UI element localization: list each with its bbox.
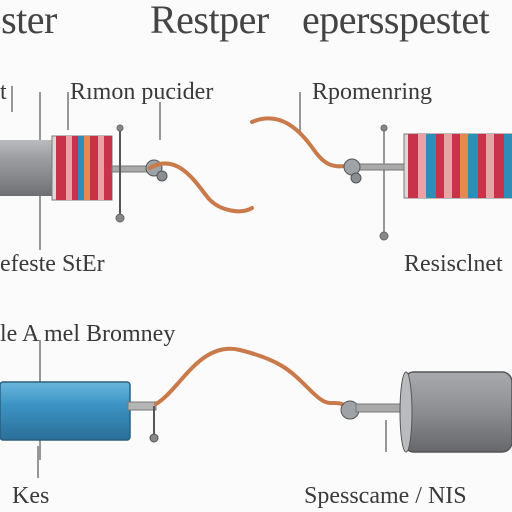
top-left-wire [148,161,254,214]
label-mid-left: efeste StEr [0,251,105,277]
label-bottom-right: Spesscame / NIS [304,483,467,509]
top-left-resistor [0,135,113,201]
title-right: epersspestet [302,0,490,42]
title-left: sster [0,0,57,42]
label-top-left-small: t [0,79,7,105]
bottom-wire [154,346,344,406]
label-top-right: Rpomenring [312,79,432,105]
label-top-center: Rımon pucider [70,79,214,105]
bottom-left-cylinder [0,381,159,443]
bottom-right-cylinder [340,371,512,453]
label-bottom-left: Kes [12,483,50,509]
top-right-resistor [403,133,512,199]
top-right-wire [250,116,350,169]
title-middle: Restper [150,0,269,42]
label-lower-left: le A mel Bromney [0,321,176,347]
top-right-lead [343,124,405,241]
top-left-lead [111,124,168,223]
label-mid-right: Resisclnet [404,251,503,277]
